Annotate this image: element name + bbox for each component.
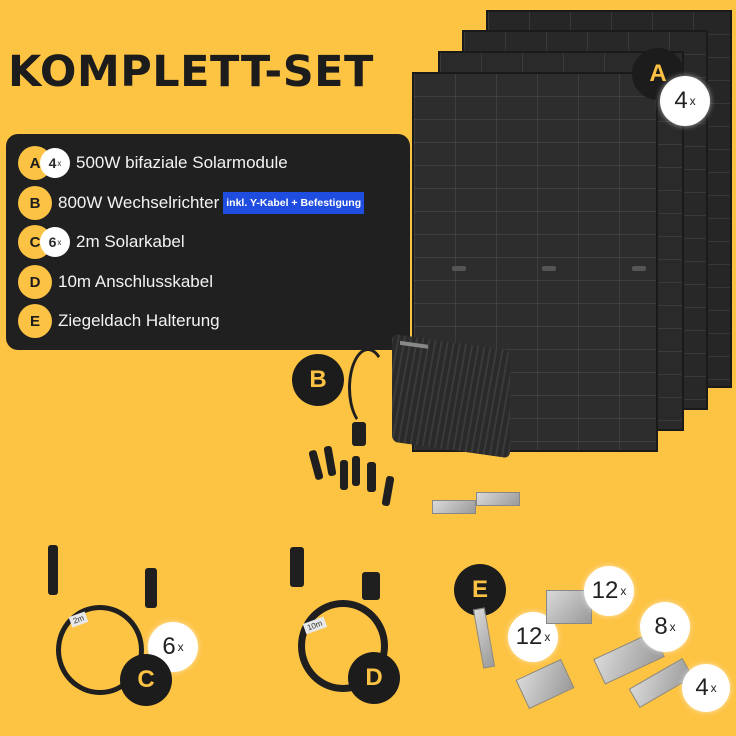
item-text: Ziegeldach Halterung [58,311,220,330]
roof-hook-base [515,658,575,710]
junction-box [452,266,466,271]
list-item: D 10m Anschlusskabel [18,265,213,299]
roof-hook [472,607,496,669]
badge-d: D [348,652,400,704]
y-cable [348,348,388,428]
mounting-clip [432,500,476,514]
mc4-connector [48,545,58,595]
y-cable-connector [381,475,395,507]
letter-badge: E [18,304,52,338]
y-cable-connector [352,456,360,486]
schuko-plug [362,572,380,600]
badge-b: B [292,354,344,406]
wieland-connector [290,547,304,587]
letter-badge: D [18,265,52,299]
y-cable-connector [308,449,324,481]
solar-cable-coil [56,605,144,695]
item-text: 10m Anschlusskabel [58,272,213,291]
mc4-connector [145,568,157,608]
y-cable-connector [340,460,348,490]
y-cable-connector [323,445,337,477]
inverter [392,333,510,459]
badge-e: E [454,564,506,616]
page-title: KOMPLETT-SET [8,47,374,97]
y-cable-connector [367,462,376,492]
ac-cable-coil [298,600,388,692]
list-item: B 800W Wechselrichter inkl. Y-Kabel + Be… [18,186,365,220]
item-text: 2m Solarkabel [76,232,185,251]
item-text: 800W Wechselrichter [58,193,220,212]
list-item: E Ziegeldach Halterung [18,304,220,338]
junction-box [542,266,556,271]
brand-logo [400,340,428,349]
junction-box [632,266,646,271]
item-text: 500W bifaziale Solarmodule [76,153,288,172]
included-tag: inkl. Y-Kabel + Befestigung [223,192,365,214]
letter-badge: B [18,186,52,220]
badge-c: C [120,654,172,706]
mounting-clip [476,492,520,506]
ac-plug [352,422,366,446]
